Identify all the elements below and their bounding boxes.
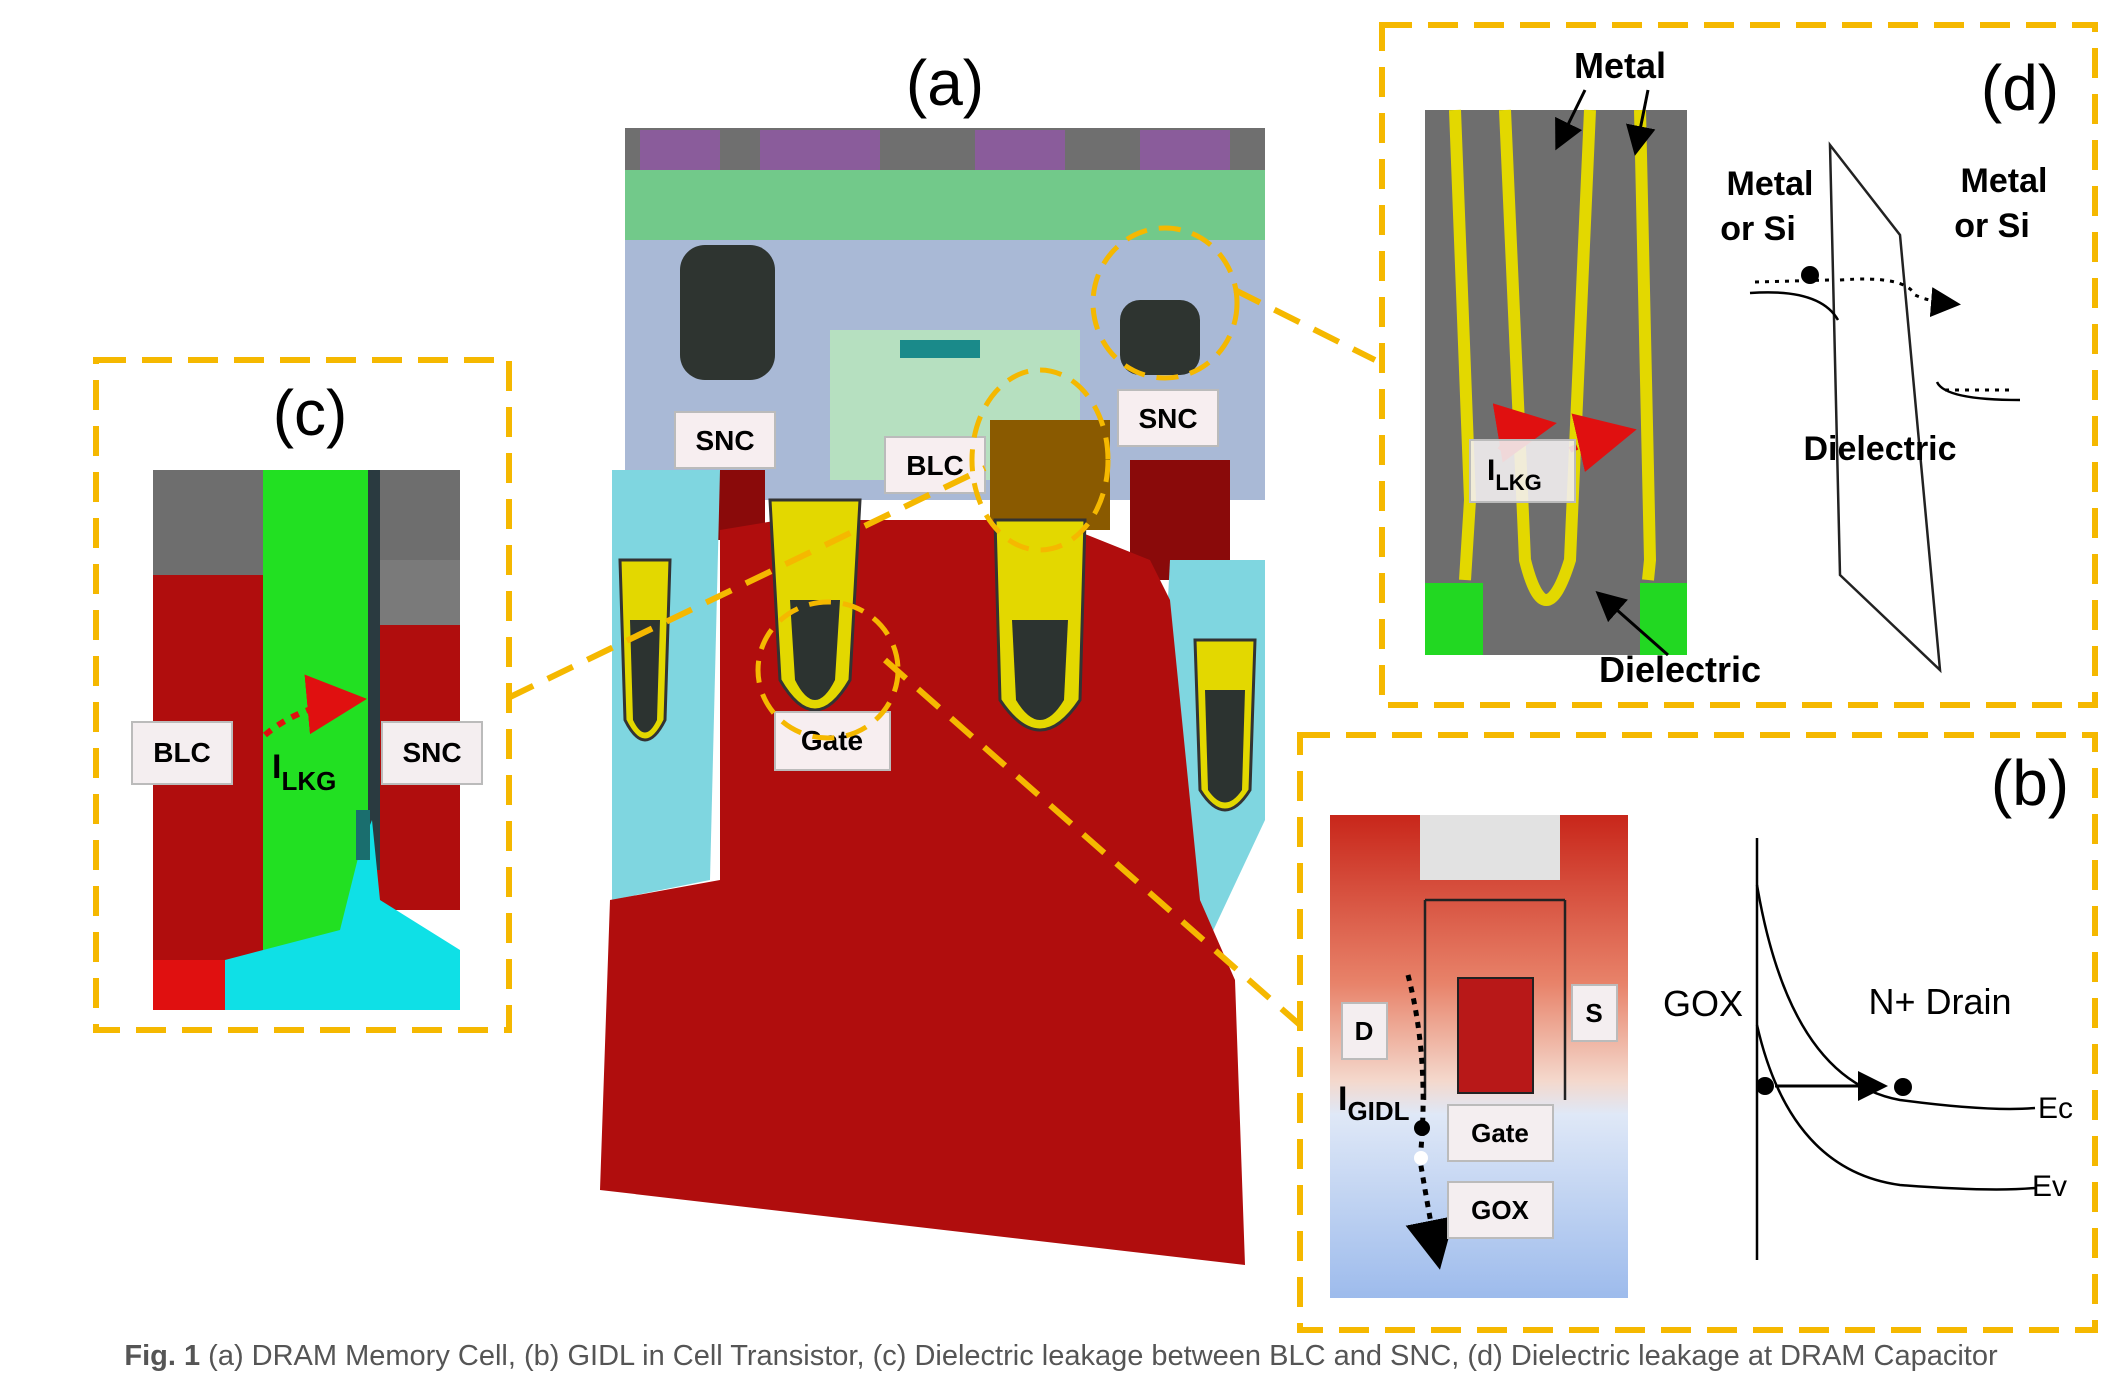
b-n-drain-label: N+ Drain xyxy=(1868,981,2011,1022)
b-s-label: S xyxy=(1585,998,1602,1028)
d-dielectric-bottom-label: Dielectric xyxy=(1599,649,1761,690)
d-green-left xyxy=(1425,583,1483,655)
trench-gate xyxy=(618,558,672,742)
panel-c-letter: (c) xyxy=(273,377,348,449)
panel-a-letter: (a) xyxy=(906,47,984,119)
c-ilkg-label: ILKG xyxy=(272,748,336,796)
dark-plug xyxy=(680,245,775,380)
panel-c-frame xyxy=(93,357,512,1033)
d-metal-top-label: Metal xyxy=(1574,45,1666,86)
b-gox-box xyxy=(1447,1181,1554,1239)
callout-circle-lkg xyxy=(969,367,1111,553)
c-blc-box xyxy=(131,721,233,785)
d-ilkg-box xyxy=(1469,439,1576,503)
d-band-left xyxy=(1749,291,1840,321)
b-electron-sim xyxy=(1414,1120,1430,1136)
b-gate-core xyxy=(1457,977,1534,1094)
trench-gate xyxy=(993,518,1087,732)
b-hole-sim xyxy=(1414,1151,1428,1165)
b-gox-label: GOX xyxy=(1663,983,1743,1024)
b-top-gray xyxy=(1420,815,1560,880)
c-snc-label: SNC xyxy=(402,737,461,768)
b-electron-left xyxy=(1756,1077,1774,1095)
d-band-tunnel xyxy=(1839,277,1961,318)
leakage-arrow-c xyxy=(263,674,367,738)
b-s-box xyxy=(1571,984,1618,1042)
blc-label-box xyxy=(884,436,986,494)
b-gidl-arrow xyxy=(1405,974,1455,1270)
d-metal-left-label-1: Metal xyxy=(1727,165,1814,203)
trench-gate xyxy=(1193,638,1257,812)
panel-d-frame xyxy=(1379,22,2098,708)
blc-label: BLC xyxy=(906,450,964,481)
d-metal-right-label-1: Metal xyxy=(1961,162,2048,200)
b-d-box xyxy=(1341,1002,1388,1060)
d-electron xyxy=(1801,266,1819,284)
blc-plug xyxy=(990,420,1110,530)
d-metal-arrow-2 xyxy=(1625,89,1656,156)
panel-b-frame xyxy=(1297,732,2098,1333)
d-liner-mid-a xyxy=(1499,109,1596,606)
panel-b: (b) D S Gate GOX IGIDL GOX N+ Drain Ec E… xyxy=(1297,732,2098,1333)
d-metal-right-label-2: or Si xyxy=(1954,207,2030,245)
connector-b xyxy=(883,657,1302,1028)
b-ev-label: Ev xyxy=(2032,1170,2067,1203)
panel-b-letter: (b) xyxy=(1991,747,2069,819)
connector-d xyxy=(1233,287,1377,363)
d-dielectric-band-label: Dielectric xyxy=(1803,430,1956,468)
b-gate-label: Gate xyxy=(1471,1118,1529,1148)
d-band-left-dotted xyxy=(1754,278,1831,284)
d-green-right xyxy=(1640,583,1687,655)
gate-label: Gate xyxy=(801,725,863,756)
d-band-right xyxy=(1935,381,2021,402)
connector-c xyxy=(506,465,987,701)
d-dielectric-slab xyxy=(1828,141,1942,674)
bitline-cap xyxy=(900,340,980,358)
c-snc-box xyxy=(381,721,483,785)
caption-text: (a) DRAM Memory Cell, (b) GIDL in Cell T… xyxy=(200,1340,1998,1372)
panel-a: (a) SNC SNC BLC Gate xyxy=(600,47,1265,1265)
d-metal-arrow-1 xyxy=(1555,89,1587,151)
d-metal-left-label-2: or Si xyxy=(1720,210,1796,248)
b-gate-outline xyxy=(1423,898,1567,1100)
b-electron-right xyxy=(1894,1078,1912,1096)
c-red-bottom xyxy=(153,960,225,1010)
b-ec-label: Ec xyxy=(2038,1092,2073,1125)
nitride-band xyxy=(625,170,1265,245)
c-dark-stripe xyxy=(368,470,380,870)
silicon-body xyxy=(600,520,1245,1265)
b-gox-box-label: GOX xyxy=(1471,1195,1529,1225)
b-igidl-label: IGIDL xyxy=(1338,1080,1410,1126)
caption-prefix: Fig. 1 xyxy=(124,1340,201,1372)
snc-label-right: SNC xyxy=(1138,403,1197,434)
figure-caption: Fig. 1 (a) DRAM Memory Cell, (b) GIDL in… xyxy=(0,1340,2122,1373)
b-ev-curve xyxy=(1755,1024,2036,1191)
c-gray-right xyxy=(375,560,460,625)
gate-label-box xyxy=(774,711,891,771)
b-gate-box xyxy=(1447,1104,1554,1162)
panel-d-letter: (d) xyxy=(1981,52,2059,124)
dark-plug xyxy=(1120,300,1200,375)
snc-label-box xyxy=(1117,389,1219,447)
c-cyan-oxide xyxy=(225,820,460,1010)
callout-circle-cap xyxy=(1090,225,1240,381)
snc-label-left: SNC xyxy=(695,425,754,456)
panel-d: (d) ILKG Metal Dielectric Metal or Si Me… xyxy=(1379,22,2098,708)
b-d-label: D xyxy=(1355,1016,1374,1046)
d-ilkg-label: ILKG xyxy=(1487,454,1542,495)
c-teal-strip xyxy=(356,810,370,860)
c-blc-label: BLC xyxy=(153,737,211,768)
panel-c: (c) BLC SNC ILKG xyxy=(93,357,512,1033)
d-dielectric-arrow xyxy=(1595,591,1669,657)
d-liner-right xyxy=(1634,109,1657,581)
snc-label-box xyxy=(674,411,776,469)
